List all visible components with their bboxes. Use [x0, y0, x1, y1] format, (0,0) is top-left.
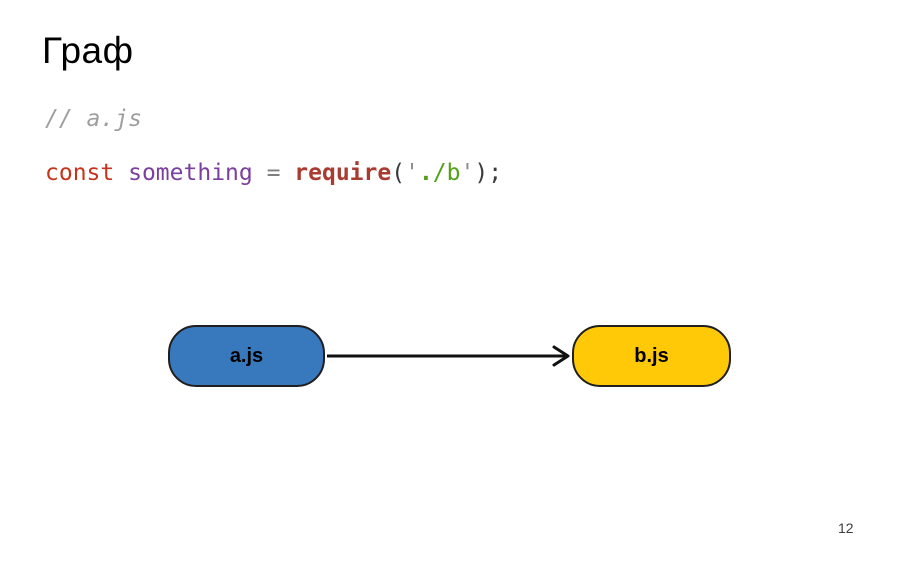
node-a-label: a.js	[229, 344, 264, 367]
code-token-dot: .	[418, 160, 433, 186]
code-token-equals: =	[252, 160, 295, 186]
page-number: 12	[838, 520, 854, 536]
code-token-close-quote: '	[460, 160, 475, 186]
code-token-open-paren: (	[391, 160, 406, 186]
diagram-node-b-js: b.js	[572, 325, 731, 387]
node-b-label: b.js	[634, 344, 669, 367]
slide-title: Граф	[42, 30, 134, 71]
diagram-node-a-js: a.js	[168, 325, 325, 387]
code-token-require: require	[294, 160, 392, 186]
code-token-space	[114, 160, 128, 186]
code-comment: // a.js	[45, 106, 142, 132]
code-token-close-semicolon: );	[474, 160, 503, 186]
dependency-arrow-icon	[327, 345, 570, 367]
code-line: const something = require('./b');	[45, 160, 502, 186]
code-token-something: something	[128, 160, 253, 186]
code-token-const: const	[45, 160, 115, 186]
code-token-path-b: /b	[432, 160, 461, 186]
code-token-open-quote: '	[405, 160, 419, 186]
